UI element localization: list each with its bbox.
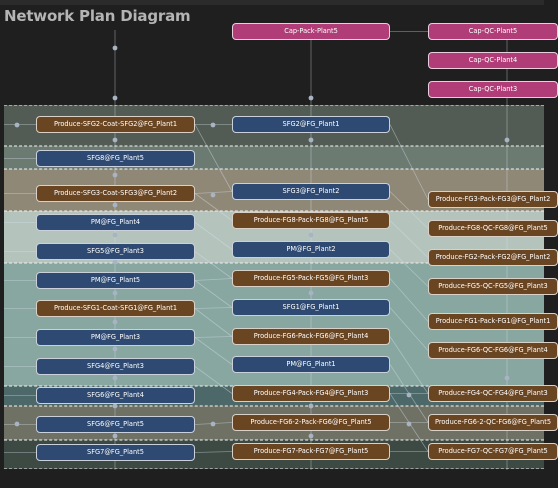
node-blue[interactable]: SFG8@FG_Plant5 bbox=[36, 150, 195, 167]
node-brown[interactable]: Produce-FG4-Pack-FG4@FG_Plant3 bbox=[232, 385, 390, 402]
node-brown[interactable]: Produce-FG2-Pack-FG2@FG_Plant2 bbox=[428, 249, 558, 266]
node-pink[interactable]: Cap-QC-Plant3 bbox=[428, 81, 558, 98]
node-brown[interactable]: Produce-FG5-Pack-FG5@FG_Plant3 bbox=[232, 270, 390, 287]
node-brown[interactable]: Produce-SFG2-Coat-SFG2@FG_Plant1 bbox=[36, 116, 195, 133]
node-blue[interactable]: PM@FG_Plant1 bbox=[232, 356, 390, 373]
node-brown[interactable]: Produce-FG6-2-QC-FG6@FG_Plant5 bbox=[428, 414, 558, 431]
node-brown[interactable]: Produce-FG4-QC-FG4@FG_Plant3 bbox=[428, 385, 558, 402]
node-blue[interactable]: SFG4@FG_Plant3 bbox=[36, 358, 195, 375]
node-blue[interactable]: SFG6@FG_Plant5 bbox=[36, 416, 195, 433]
node-blue[interactable]: PM@FG_Plant2 bbox=[232, 241, 390, 258]
node-brown[interactable]: Produce-SFG3-Coat-SFG3@FG_Plant2 bbox=[36, 185, 195, 202]
node-blue[interactable]: PM@FG_Plant4 bbox=[36, 214, 195, 231]
connector-dot bbox=[112, 45, 118, 51]
node-blue[interactable]: SFG2@FG_Plant1 bbox=[232, 116, 390, 133]
page-title: Network Plan Diagram bbox=[4, 7, 191, 25]
node-brown[interactable]: Produce-FG1-Pack-FG1@FG_Plant1 bbox=[428, 313, 558, 330]
node-brown[interactable]: Produce-FG5-QC-FG5@FG_Plant3 bbox=[428, 278, 558, 295]
node-brown[interactable]: Produce-FG8-QC-FG8@FG_Plant5 bbox=[428, 220, 558, 237]
connector-dot bbox=[112, 95, 118, 101]
node-blue[interactable]: SFG1@FG_Plant1 bbox=[232, 299, 390, 316]
node-blue[interactable]: SFG6@FG_Plant4 bbox=[36, 387, 195, 404]
connector-dot bbox=[308, 95, 314, 101]
node-pink[interactable]: Cap-QC-Plant4 bbox=[428, 52, 558, 69]
node-blue[interactable]: SFG7@FG_Plant5 bbox=[36, 444, 195, 461]
node-brown[interactable]: Produce-FG7-Pack-FG7@FG_Plant5 bbox=[232, 443, 390, 460]
node-blue[interactable]: PM@FG_Plant5 bbox=[36, 272, 195, 289]
node-brown[interactable]: Produce-SFG1-Coat-SFG1@FG_Plant1 bbox=[36, 300, 195, 317]
node-pink[interactable]: Cap-QC-Plant5 bbox=[428, 23, 558, 40]
node-brown[interactable]: Produce-FG6-2-Pack-FG6@FG_Plant5 bbox=[232, 414, 390, 431]
node-brown[interactable]: Produce-FG6-Pack-FG6@FG_Plant4 bbox=[232, 328, 390, 345]
node-pink[interactable]: Cap-Pack-Plant5 bbox=[232, 23, 390, 40]
node-brown[interactable]: Produce-FG8-Pack-FG8@FG_Plant5 bbox=[232, 212, 390, 229]
node-brown[interactable]: Produce-FG6-QC-FG6@FG_Plant4 bbox=[428, 342, 558, 359]
node-blue[interactable]: PM@FG_Plant3 bbox=[36, 329, 195, 346]
node-blue[interactable]: SFG3@FG_Plant2 bbox=[232, 183, 390, 200]
window-top-strip bbox=[0, 0, 544, 5]
node-brown[interactable]: Produce-FG7-QC-FG7@FG_Plant5 bbox=[428, 443, 558, 460]
node-brown[interactable]: Produce-FG3-Pack-FG3@FG_Plant2 bbox=[428, 191, 558, 208]
node-blue[interactable]: SFG5@FG_Plant3 bbox=[36, 243, 195, 260]
